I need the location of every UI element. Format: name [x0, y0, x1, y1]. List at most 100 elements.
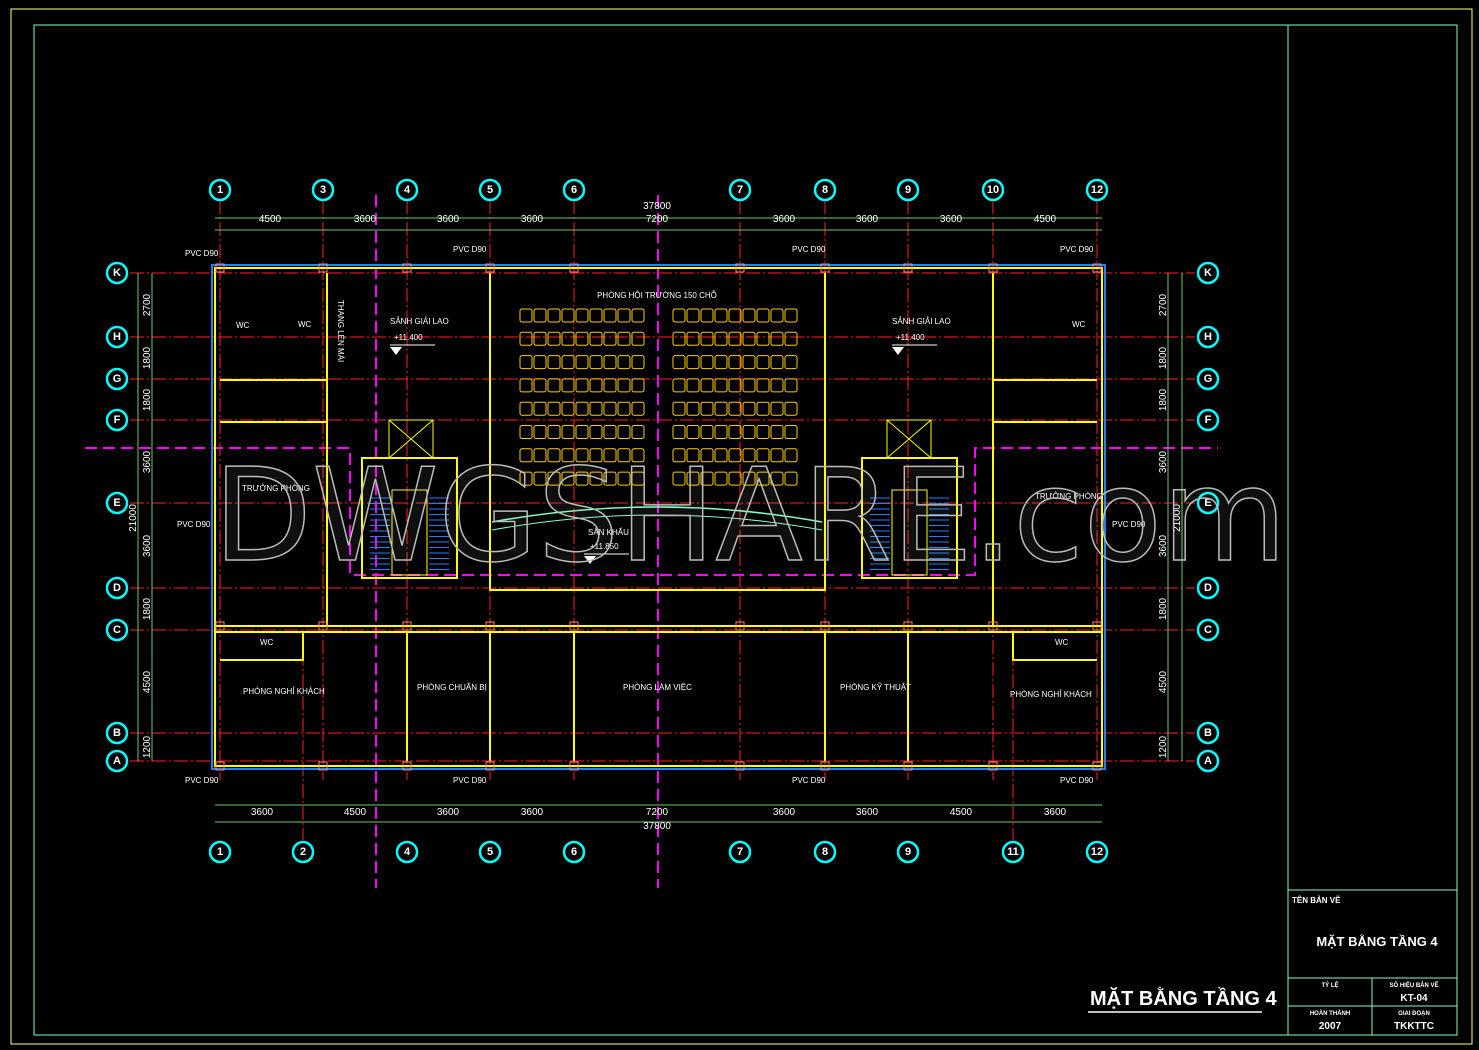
completed-label: HOÀN THÀNH: [1310, 1010, 1350, 1017]
grid-label: F: [114, 414, 121, 426]
auditorium-seat: [547, 355, 561, 370]
grid-bubble: [1196, 261, 1220, 285]
grid-label: D: [113, 582, 121, 594]
auditorium-seat: [589, 448, 603, 463]
auditorium-seat: [631, 471, 645, 486]
auditorium-seat: [770, 448, 784, 463]
auditorium-seat: [714, 471, 728, 486]
auditorium-seat: [617, 331, 631, 346]
grid-bubble: [291, 840, 315, 864]
grid-label: A: [113, 755, 121, 767]
auditorium-seat: [631, 401, 645, 416]
auditorium-seat: [617, 425, 631, 439]
elevator-cross: [886, 419, 932, 459]
downpipe-label: PVC D90: [1060, 776, 1094, 785]
structural-column: [820, 621, 830, 631]
auditorium-seat: [519, 308, 533, 323]
dimension-value: 3600: [1044, 807, 1067, 818]
grid-bubble: [562, 178, 586, 202]
grid-label: G: [113, 373, 122, 385]
grid-label: 6: [571, 184, 577, 196]
auditorium-seat: [519, 331, 533, 346]
interior-wall: [220, 632, 304, 661]
dimension-value: 3600: [437, 807, 460, 818]
auditorium-seat: [547, 401, 561, 416]
auditorium-seat: [547, 378, 561, 393]
auditorium-seat: [700, 378, 714, 393]
auditorium-seat: [631, 355, 645, 370]
auditorium-seat: [561, 425, 575, 439]
drawing-name-label: TÊN BẢN VẼ: [1292, 896, 1341, 905]
dimension-value: 4500: [950, 807, 973, 818]
grid-bubble: [395, 840, 419, 864]
dimension-value: 3600: [940, 214, 963, 225]
grid-label: 5: [487, 184, 493, 196]
auditorium-seat: [589, 425, 603, 439]
auditorium-seat: [533, 331, 547, 346]
auditorium-seat: [589, 378, 603, 393]
grid-label: 1: [217, 846, 223, 858]
auditorium-seat: [728, 378, 742, 393]
auditorium-seat: [561, 331, 575, 346]
auditorium-seat: [700, 401, 714, 416]
scale-label: TỶ LỆ: [1321, 981, 1338, 989]
auditorium-seat: [770, 401, 784, 416]
room-label-tech: PHÒNG KỸ THUẬT: [840, 683, 911, 692]
auditorium-seat: [561, 308, 575, 323]
dimension-value: 1800: [1158, 346, 1169, 369]
grid-label: 9: [905, 184, 911, 196]
auditorium-seat: [756, 355, 770, 370]
auditorium-seat: [519, 448, 533, 463]
structural-column: [988, 263, 998, 273]
auditorium-seat: [603, 425, 617, 439]
grid-bubble: [1196, 367, 1220, 391]
auditorium-seat: [686, 308, 700, 323]
title-block: TÊN BẢN VẼ MẶT BẰNG TẦNG 4 TỶ LỆ SỐ HIỆU…: [1287, 889, 1458, 1036]
auditorium-seat: [714, 355, 728, 370]
structural-column: [485, 263, 495, 273]
auditorium-seat: [589, 308, 603, 323]
structural-column: [1092, 621, 1102, 631]
dimension-value: 4500: [259, 214, 282, 225]
downpipe-label: PVC D90: [792, 776, 826, 785]
structural-column: [318, 761, 328, 771]
auditorium-seat: [714, 331, 728, 346]
grid-bubble: [896, 178, 920, 202]
dimension-value: 2700: [1158, 293, 1169, 316]
grid-bubble: [1196, 408, 1220, 432]
auditorium-seat: [686, 331, 700, 346]
dimension-value: 4500: [142, 670, 153, 693]
structural-column: [735, 263, 745, 273]
auditorium-seat: [672, 378, 686, 393]
grid-bubble: [1001, 840, 1025, 864]
grid-bubble: [896, 840, 920, 864]
grid-label: 10: [987, 184, 999, 196]
structural-column: [569, 263, 579, 273]
dimension-total: 37800: [643, 821, 671, 832]
auditorium-seat: [770, 355, 784, 370]
auditorium-seat: [728, 425, 742, 439]
auditorium-seat: [575, 425, 589, 439]
auditorium-seat: [547, 308, 561, 323]
auditorium-seat: [533, 308, 547, 323]
dimension-value: 1800: [142, 346, 153, 369]
auditorium-seat: [603, 471, 617, 486]
structural-column: [820, 761, 830, 771]
structural-column: [988, 621, 998, 631]
downpipe-label: PVC D90: [185, 776, 219, 785]
dimension-value: 3600: [773, 807, 796, 818]
grid-bubble: [478, 840, 502, 864]
grid-bubble: [728, 178, 752, 202]
structural-column: [903, 621, 913, 631]
room-label-wc-d: WC: [260, 638, 274, 647]
grid-label: 3: [320, 184, 326, 196]
auditorium-seat: [561, 355, 575, 370]
auditorium-seat: [742, 448, 756, 463]
structural-column: [485, 761, 495, 771]
phase-label: GIAI ĐOẠN: [1398, 1011, 1430, 1017]
grid-label: K: [1204, 267, 1212, 279]
room-label-lobby-right-level: +11.400: [896, 333, 925, 342]
grid-label: 12: [1091, 846, 1103, 858]
